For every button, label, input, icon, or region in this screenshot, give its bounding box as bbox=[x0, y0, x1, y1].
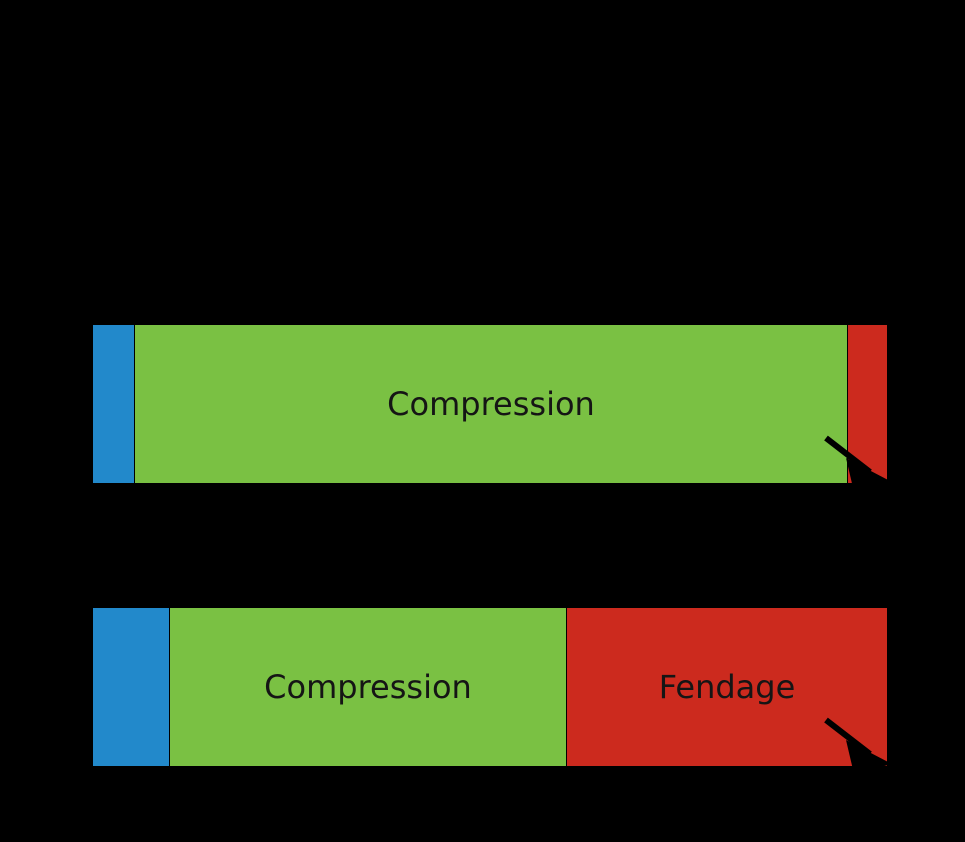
bottom-bar-compression-label: Compression bbox=[264, 668, 472, 706]
top-bar-compression-segment: Compression bbox=[135, 325, 848, 483]
top-bar: Compression bbox=[92, 324, 888, 484]
bottom-bar-fendage-label: Fendage bbox=[658, 668, 796, 706]
bottom-bar-blue-segment bbox=[93, 608, 170, 766]
bottom-bar-fendage-segment: Fendage bbox=[567, 608, 887, 766]
top-bar-fendage-segment bbox=[848, 325, 887, 483]
top-bar-compression-label: Compression bbox=[387, 385, 595, 423]
bottom-bar: Compression Fendage bbox=[92, 607, 888, 767]
top-bar-blue-segment bbox=[93, 325, 135, 483]
bottom-bar-compression-segment: Compression bbox=[170, 608, 567, 766]
